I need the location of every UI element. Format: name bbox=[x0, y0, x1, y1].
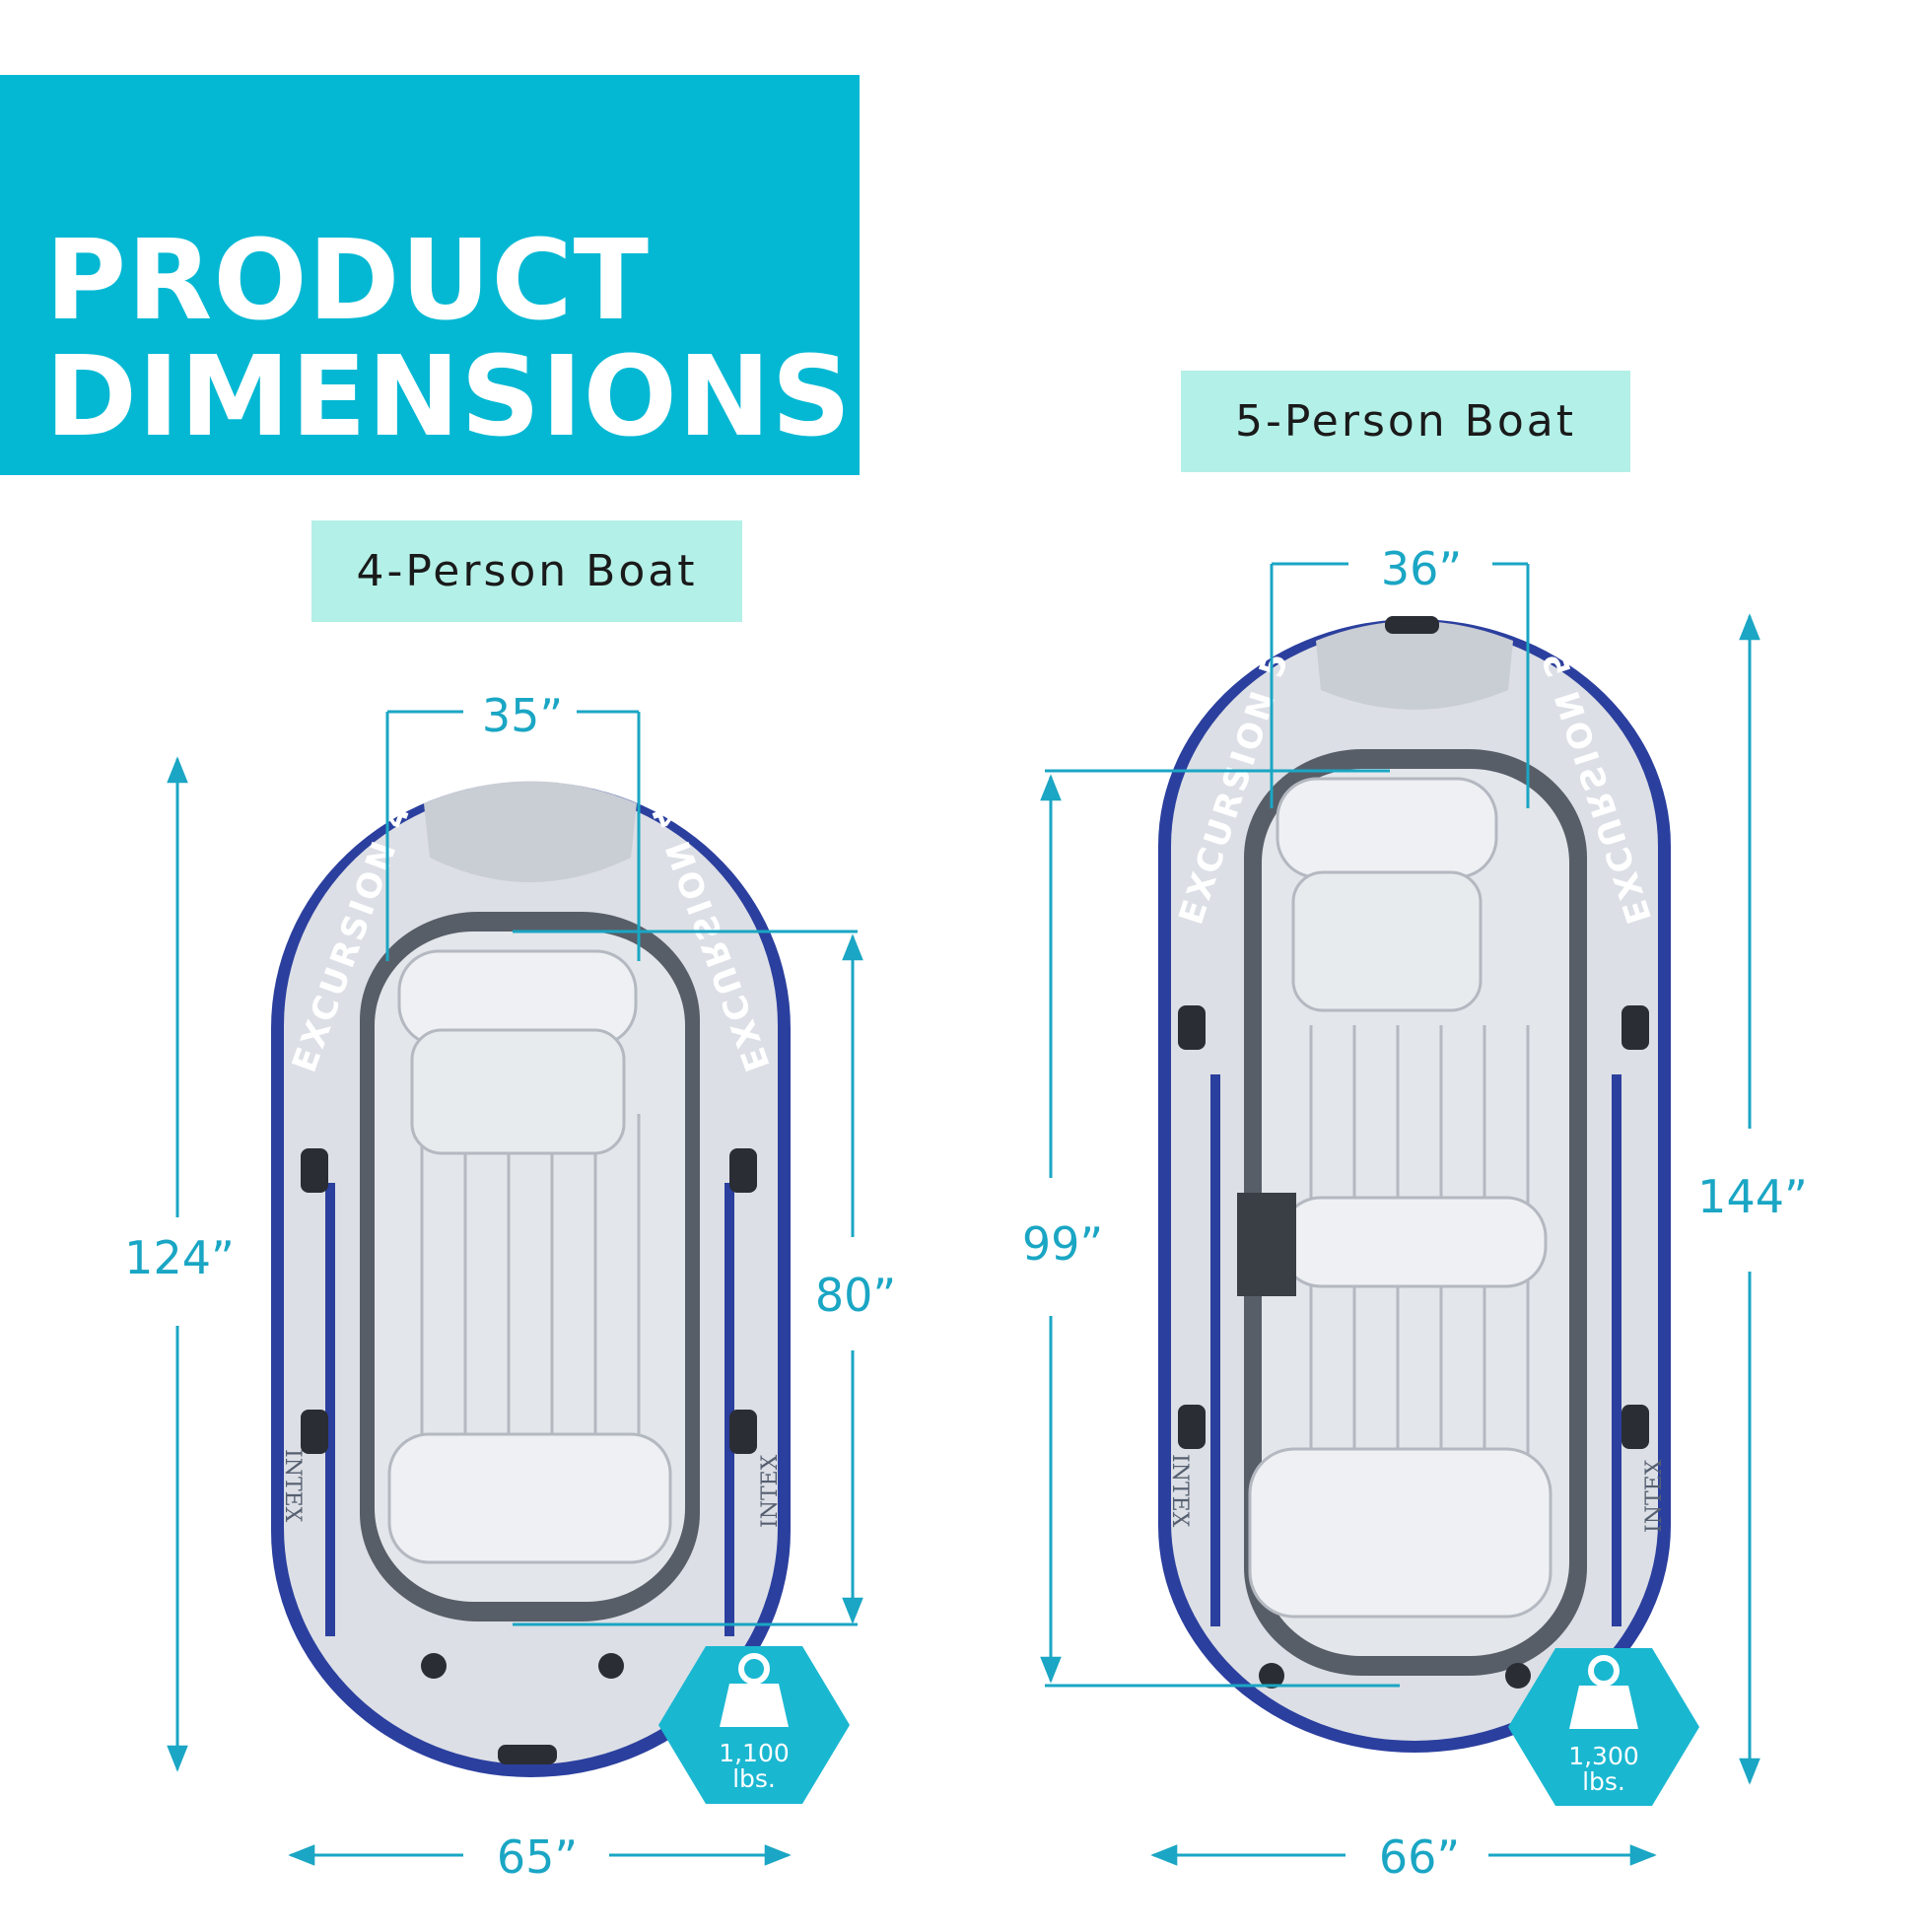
boat-handle bbox=[301, 1410, 328, 1454]
capacity-badge-4-person: 1,100 lbs. bbox=[658, 1646, 850, 1804]
capacity-unit: lbs. bbox=[1582, 1767, 1625, 1796]
page-title: PRODUCT DIMENSIONS bbox=[45, 217, 853, 461]
boat-4-dimension-lines bbox=[167, 710, 863, 1866]
seat-width-label: 36” bbox=[1381, 542, 1462, 595]
boat-5-dimension-lines bbox=[1040, 562, 1760, 1866]
overall-width-label: 66” bbox=[1379, 1830, 1460, 1884]
boat-stripe bbox=[724, 1183, 734, 1636]
boat-handle bbox=[729, 1410, 757, 1454]
boat-seat-rear bbox=[387, 1432, 672, 1564]
overall-width-label: 65” bbox=[497, 1830, 578, 1884]
capacity-badge-5-person: 1,300 lbs. bbox=[1508, 1648, 1699, 1806]
boat-bow-deck bbox=[424, 781, 637, 882]
boat-seat-front-base bbox=[1291, 870, 1483, 1012]
boat-bow-deck bbox=[1316, 621, 1513, 710]
boat-stripe bbox=[1612, 1074, 1622, 1626]
boat-stern-handle bbox=[498, 1745, 557, 1764]
boat-seat-middle bbox=[1279, 1196, 1548, 1288]
overall-length-label: 124” bbox=[124, 1231, 235, 1284]
capacity-value: 1,300 bbox=[1568, 1742, 1639, 1770]
boat-seat-front bbox=[1276, 777, 1498, 879]
boat-handle bbox=[1178, 1005, 1206, 1050]
boat-seat-front-base bbox=[410, 1028, 626, 1155]
capacity-value: 1,100 bbox=[719, 1739, 790, 1767]
boat-brand-text: INTEX bbox=[758, 1454, 783, 1528]
boat-handle bbox=[1622, 1005, 1649, 1050]
boat-handle bbox=[301, 1148, 328, 1193]
boat-valve bbox=[421, 1653, 447, 1679]
boat-handle bbox=[1178, 1405, 1206, 1449]
boat-5-person-image: EXCURSION 5 EXCURSION 5 INTEX INTEX bbox=[1158, 616, 1671, 1753]
overall-length-label: 144” bbox=[1697, 1170, 1808, 1223]
boat-label-5-person: 5-Person Boat bbox=[1181, 371, 1630, 472]
boat-brand-text: INTEX bbox=[1167, 1454, 1192, 1528]
interior-length-label: 99” bbox=[1022, 1217, 1103, 1271]
title-banner: PRODUCT DIMENSIONS bbox=[0, 75, 860, 475]
weight-icon bbox=[720, 1653, 789, 1727]
boat-stripe bbox=[1210, 1074, 1220, 1626]
boat-bow-handle bbox=[1385, 616, 1439, 634]
interior-length-label: 80” bbox=[815, 1269, 896, 1322]
boat-seat-rear bbox=[1248, 1447, 1552, 1619]
boat-label-4-person: 4-Person Boat bbox=[311, 520, 742, 622]
boat-valve bbox=[598, 1653, 624, 1679]
boat-valve bbox=[1505, 1663, 1531, 1689]
seat-width-label: 35” bbox=[482, 689, 563, 742]
boat-4-person-image: EXCURSION 4 EXCURSION 4 INTEX INTEX bbox=[271, 781, 791, 1777]
boat-handle bbox=[729, 1148, 757, 1193]
boat-oar-holder bbox=[1237, 1193, 1296, 1296]
boat-brand-text: INTEX bbox=[280, 1449, 305, 1523]
boat-handle bbox=[1622, 1405, 1649, 1449]
capacity-unit: lbs. bbox=[732, 1764, 776, 1793]
boat-stripe bbox=[325, 1183, 335, 1636]
boat-valve bbox=[1259, 1663, 1284, 1689]
weight-icon bbox=[1569, 1655, 1638, 1729]
boat-brand-text: INTEX bbox=[1642, 1459, 1667, 1533]
